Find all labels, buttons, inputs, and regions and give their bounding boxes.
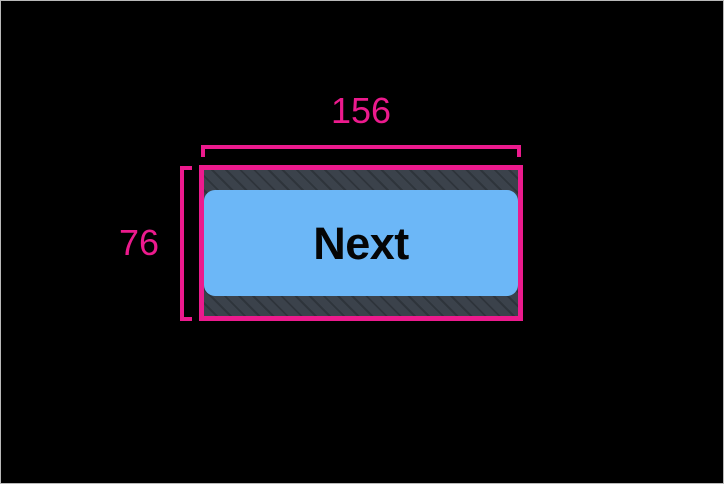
width-dimension-bracket xyxy=(201,145,521,157)
next-button-label: Next xyxy=(313,217,409,269)
height-dimension-bracket xyxy=(180,166,192,321)
height-dimension-label: 76 xyxy=(119,222,160,263)
element-padding-region: Next xyxy=(204,170,518,316)
next-button[interactable]: Next xyxy=(204,190,518,296)
element-highlight-box xyxy=(199,165,523,321)
width-dimension-label: 156 xyxy=(330,90,392,131)
